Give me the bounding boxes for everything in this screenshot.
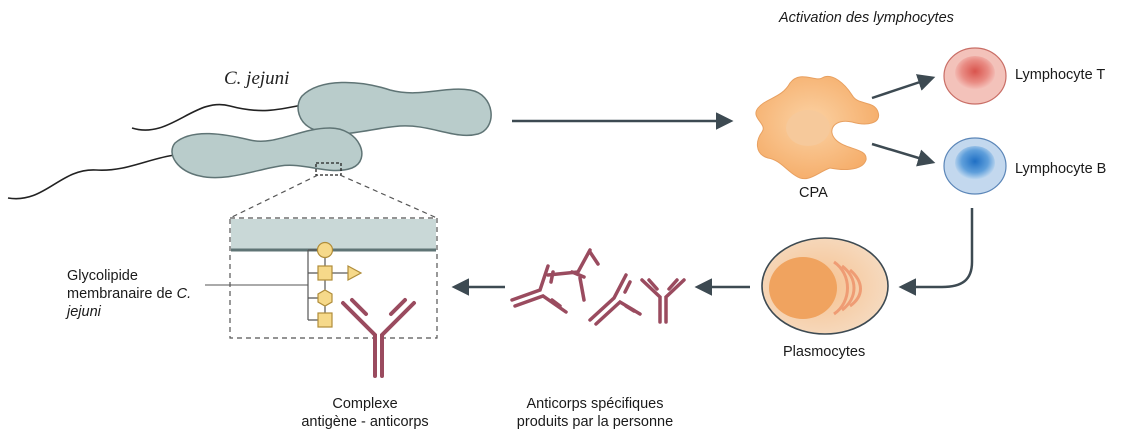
bacterium-bottom (171, 127, 363, 179)
arrow-b-to-plasma (898, 208, 974, 296)
glycolipid-label-line1: Glycolipide (67, 268, 138, 284)
glycolipid-label-species-1: C. (176, 286, 192, 303)
glycolipid-label: Glycolipide membranaire de C. jejuni (67, 267, 227, 321)
antibodies-label-line1: Anticorps spécifiques (526, 396, 664, 412)
lymphocyte-b-label: Lymphocyte B (1015, 161, 1107, 177)
sugar-square-2 (317, 312, 333, 328)
arrow-apc-to-t (871, 74, 936, 100)
flagellum-bottom (7, 154, 176, 200)
apc-label: CPA (799, 185, 828, 201)
bound-antibody (341, 298, 416, 378)
zoom-line-left (229, 174, 319, 219)
antibodies-label: Anticorps spécifiques produits par la pe… (510, 395, 680, 431)
membrane-band (231, 219, 436, 249)
plasma-cells-label: Plasmocytes (783, 344, 866, 360)
glycolipid-label-species-2: jejuni (67, 304, 101, 321)
sugar-square-1 (317, 265, 333, 281)
plasma-cell (761, 237, 889, 335)
flagellum-top (131, 103, 303, 131)
arrow-apc-to-b (871, 142, 936, 167)
lymphocyte-t-label: Lymphocyte T (1015, 67, 1106, 83)
membrane-inset (205, 217, 438, 378)
sugar-circle (316, 241, 334, 259)
zoom-line-right (339, 174, 438, 219)
sugar-triangle (347, 264, 363, 282)
bacterium-label: C. jejuni (224, 68, 290, 89)
antibodies-label-line2: produits par la personne (516, 414, 674, 431)
antibody-2 (546, 248, 600, 302)
antibody-3 (588, 273, 642, 326)
activation-title: Activation des lymphocytes (779, 10, 954, 26)
bacteria-group (7, 81, 492, 200)
lymphocyte-t-cell (943, 47, 1007, 105)
sugar-hexagon (317, 289, 333, 307)
glycolipid-label-prefix: membranaire de (67, 286, 177, 303)
zoom-region-box (315, 162, 342, 176)
lymphocyte-b-cell (943, 137, 1007, 195)
complex-label: Complexe antigène - anticorps (275, 395, 455, 431)
glycolipid-label-line2: membranaire de C. (67, 285, 227, 303)
apc-cell (755, 76, 880, 180)
free-antibodies (510, 248, 686, 326)
complex-label-line2: antigène - anticorps (301, 414, 429, 431)
complex-label-line1: Complexe (332, 396, 398, 412)
antibody-4 (640, 278, 686, 324)
